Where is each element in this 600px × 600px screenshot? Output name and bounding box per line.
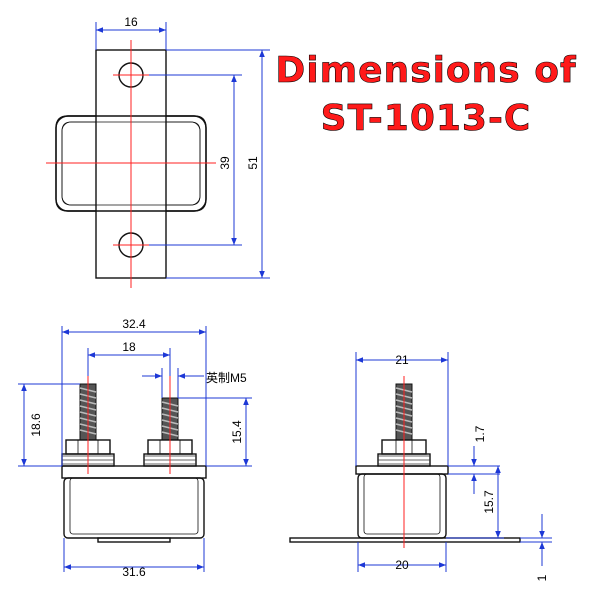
svg-text:31.6: 31.6 (122, 565, 146, 579)
dim-plate-thickness: 1 (520, 514, 552, 581)
svg-text:15.4: 15.4 (230, 420, 244, 444)
svg-text:16: 16 (124, 15, 138, 29)
svg-text:39: 39 (218, 156, 232, 170)
dim-top-width: 16 (95, 15, 167, 50)
svg-text:32.4: 32.4 (122, 317, 146, 331)
svg-text:21: 21 (395, 353, 409, 367)
svg-text:英制M5: 英制M5 (206, 371, 247, 385)
svg-text:1: 1 (535, 574, 549, 581)
dim-nut-gap: 1.7 (448, 425, 500, 494)
title-line-1: Dimensions of (275, 50, 576, 91)
svg-text:20: 20 (395, 558, 409, 572)
front-view-body (61, 465, 207, 543)
dim-side-top-width: 21 (355, 352, 449, 466)
dim-hole-spacing: 39 (149, 74, 242, 246)
dim-top-length: 51 (166, 49, 270, 279)
dim-stud-height: 15.4 (178, 397, 252, 467)
side-body (355, 465, 449, 539)
top-view: 16 39 51 (46, 15, 270, 288)
dim-body-width: 31.6 (63, 538, 205, 579)
dim-overall-height: 18.6 (18, 383, 80, 467)
title-block: Dimensions of ST-1013-C (275, 50, 576, 140)
front-view: 32.4 18 英制M5 18.6 (18, 317, 252, 579)
svg-text:51: 51 (246, 156, 260, 170)
title-line-2: ST-1013-C (321, 98, 532, 139)
side-view: 21 1.7 15.7 20 1 (289, 352, 552, 581)
dim-side-bottom-width: 20 (357, 542, 447, 572)
svg-text:15.7: 15.7 (482, 490, 496, 514)
dim-stud-spacing: 18 (87, 340, 171, 376)
svg-text:18: 18 (122, 340, 136, 354)
svg-text:1.7: 1.7 (473, 425, 487, 442)
side-plate (289, 537, 521, 543)
svg-text:18.6: 18.6 (29, 413, 43, 437)
dim-overall-width: 32.4 (61, 317, 207, 466)
dim-thread: 英制M5 (142, 368, 247, 398)
dim-side-body-height: 15.7 (446, 466, 504, 539)
